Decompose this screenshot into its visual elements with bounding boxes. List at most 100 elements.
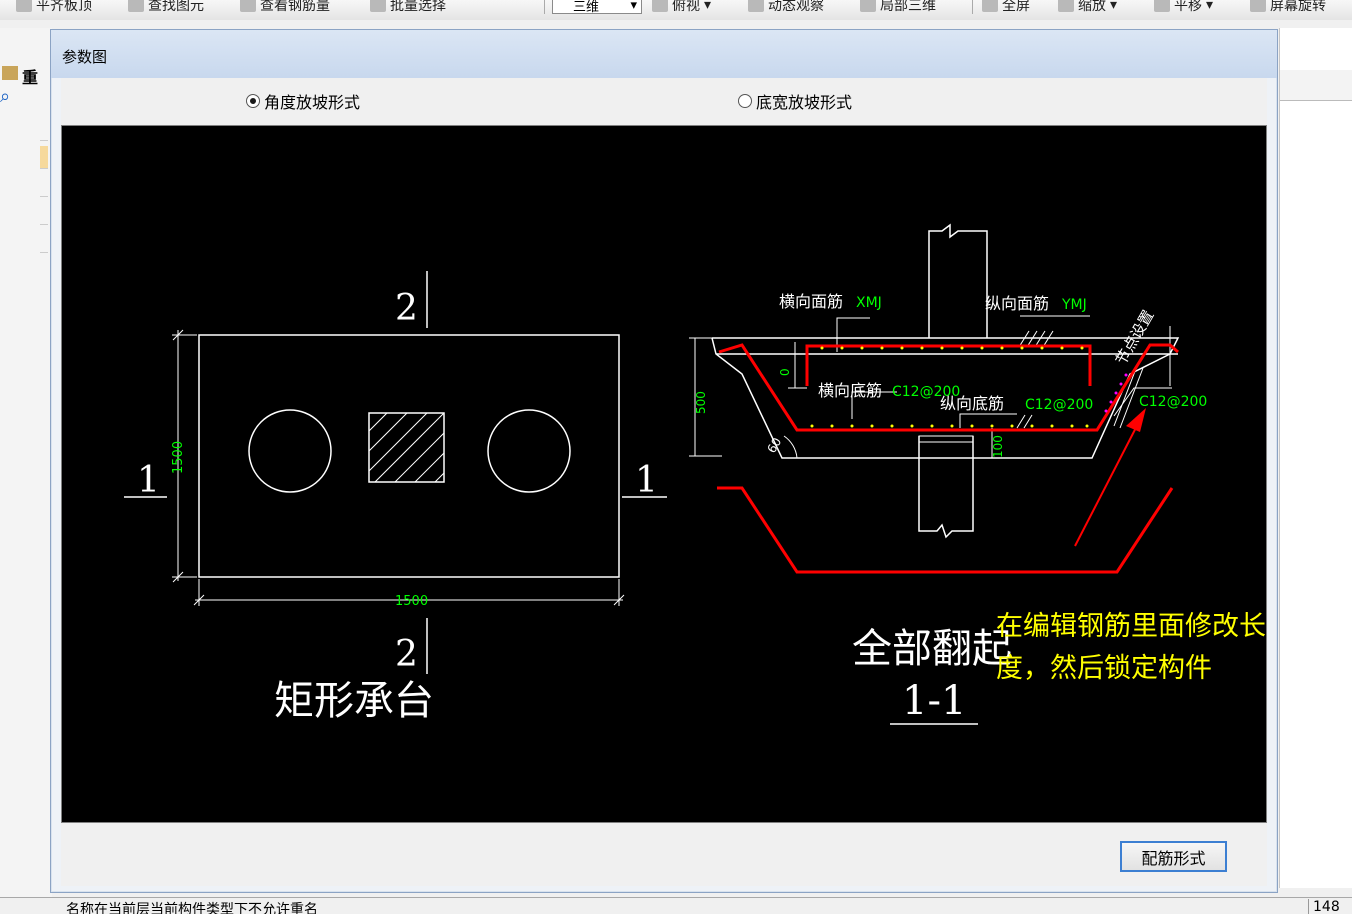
search-icon[interactable]: ⌕ — [0, 86, 11, 107]
column-hatched — [368, 412, 445, 483]
radio-unchecked-icon — [738, 94, 752, 108]
rotate-icon — [1250, 0, 1266, 12]
toolbar-separator — [544, 0, 545, 14]
radio-checked-icon — [246, 94, 260, 108]
label-horizontal-top-rebar: 横向面筋 — [779, 292, 843, 311]
node-dots — [1104, 373, 1128, 413]
toolbar-local-3d-button[interactable]: 局部三维 — [860, 0, 936, 16]
parameter-drawing-canvas: 2 2 1 1 1500 1500 矩形承台 — [61, 125, 1267, 823]
local-3d-icon — [860, 0, 876, 12]
plan-height-dimension: 1500 — [171, 441, 186, 474]
cap-section-outline — [711, 337, 1180, 459]
section-1-right-label: 1 — [635, 460, 658, 501]
plan-width-dimension: 1500 — [395, 594, 428, 609]
section-2-bottom-label: 2 — [395, 634, 418, 675]
list-item[interactable] — [40, 202, 48, 225]
toolbar-batch-select-button[interactable]: 批量选择 — [370, 0, 446, 16]
left-panel: 重 ⌕ — [0, 28, 52, 898]
list-item[interactable] — [40, 146, 48, 169]
leader-horizontal-top — [836, 317, 870, 352]
radio-width-slope[interactable]: 底宽放坡形式 — [738, 89, 852, 113]
view-mode-select[interactable]: 三维▾ — [552, 0, 642, 15]
rebar-dots — [810, 346, 1089, 428]
status-message: 名称在当前层当前构件类型下不允许重名 — [66, 902, 318, 914]
toolbar-align-top-button[interactable]: 平齐板顶 — [16, 0, 92, 16]
annotation-arrow-line — [1074, 415, 1143, 547]
column-hatch-lines — [368, 412, 445, 483]
toolbar-top-view-button[interactable]: 俯视▾ — [652, 0, 711, 16]
pile-circle-left — [248, 409, 332, 493]
plan-dimension-lines — [172, 329, 625, 606]
dialog-titlebar[interactable]: 参数图 — [51, 30, 1277, 78]
annotation-arrow-head — [1126, 408, 1146, 432]
toolbar-orbit-button[interactable]: 动态观察 — [748, 0, 824, 16]
rebar-schedule-shape — [717, 486, 1174, 574]
radio-angle-slope[interactable]: 角度放坡形式 — [246, 89, 360, 113]
toolbar-rotate-button[interactable]: 屏幕旋转 — [1250, 0, 1326, 16]
parameter-diagram-dialog: 参数图 角度放坡形式 底宽放坡形式 — [50, 29, 1278, 893]
leader-side — [1113, 387, 1172, 417]
pile-stub-bottom — [918, 436, 974, 539]
rebar-lines — [717, 343, 1179, 574]
chevron-down-icon: ▾ — [704, 0, 712, 13]
column-stub-top — [928, 223, 988, 338]
cad-drawing: 2 2 1 1 1500 1500 矩形承台 — [124, 223, 1207, 725]
plan-title: 矩形承台 — [274, 678, 434, 724]
angle-arc — [783, 435, 798, 459]
list-item[interactable] — [40, 174, 48, 197]
angle-60-label: 60 — [764, 435, 784, 455]
spec-horizontal-bottom-rebar: C12@200 — [892, 384, 960, 400]
pan-icon — [1154, 0, 1170, 12]
leader-vertical-bottom — [959, 413, 1017, 428]
fullscreen-icon — [982, 0, 998, 12]
plan-view — [124, 271, 667, 674]
list-item[interactable] — [40, 230, 48, 253]
list-item[interactable] — [40, 118, 48, 141]
chevron-down-icon: ▾ — [1206, 0, 1214, 13]
pile-cap-line — [918, 435, 974, 443]
dialog-title: 参数图 — [62, 48, 108, 66]
label-horizontal-bottom-rebar: 横向底筋 — [818, 381, 882, 400]
main-toolbar: 平齐板顶 查找图元 查看钢筋量 批量选择 三维▾ 俯视▾ 动态观察 局部三维 全… — [0, 0, 1352, 20]
toolbar-rebar-qty-button[interactable]: 查看钢筋量 — [240, 0, 330, 16]
top-view-icon — [652, 0, 668, 12]
cap-outline — [198, 334, 620, 578]
label-vertical-bottom-rebar: 纵向底筋 — [940, 394, 1004, 413]
code-vertical-top-rebar: YMJ — [1061, 297, 1087, 313]
bottom-rebar — [718, 343, 1179, 432]
section-view — [689, 223, 1180, 539]
component-icon — [2, 66, 18, 80]
toolbar-separator — [972, 0, 973, 14]
status-bar: 名称在当前层当前构件类型下不允许重名 148 — [0, 897, 1352, 914]
left-panel-label: 重 — [22, 68, 39, 87]
orbit-icon — [748, 0, 764, 12]
status-coordinate: 148 — [1308, 899, 1340, 914]
toolbar-fullscreen-button[interactable]: 全屏 — [982, 0, 1030, 16]
toolbar-zoom-button[interactable]: 缩放▾ — [1058, 0, 1117, 16]
annotation-text: 在编辑钢筋里面修改长度，然后锁定构件 — [996, 611, 1266, 684]
rebar-icon — [240, 0, 256, 12]
section-1-left-label: 1 — [137, 460, 160, 501]
chevron-down-icon: ▾ — [630, 0, 637, 13]
batch-select-icon — [370, 0, 386, 12]
section-title: 全部翻起 — [852, 626, 1012, 672]
find-icon — [128, 0, 144, 12]
toolbar-find-button[interactable]: 查找图元 — [128, 0, 204, 16]
rebar-form-button[interactable]: 配筋形式 — [1120, 841, 1227, 872]
chevron-down-icon: ▾ — [1110, 0, 1118, 13]
dim-500-label: 500 — [694, 391, 708, 414]
leader-horizontal-bottom — [851, 391, 897, 419]
right-panel-header — [1280, 70, 1352, 101]
zoom-icon — [1058, 0, 1074, 12]
toolbar-pan-button[interactable]: 平移▾ — [1154, 0, 1213, 16]
spec-vertical-bottom-rebar: C12@200 — [1025, 397, 1093, 413]
right-panel — [1279, 28, 1352, 888]
section-name: 1-1 — [902, 678, 966, 724]
spec-side-rebar: C12@200 — [1139, 394, 1207, 410]
label-vertical-top-rebar: 纵向面筋 — [985, 294, 1049, 313]
dim-zero-label: 0 — [778, 368, 792, 376]
top-rebar — [805, 344, 1092, 386]
pile-circle-right — [487, 409, 571, 493]
dim-100-label: 100 — [991, 435, 1005, 458]
section-2-top-label: 2 — [395, 288, 418, 329]
